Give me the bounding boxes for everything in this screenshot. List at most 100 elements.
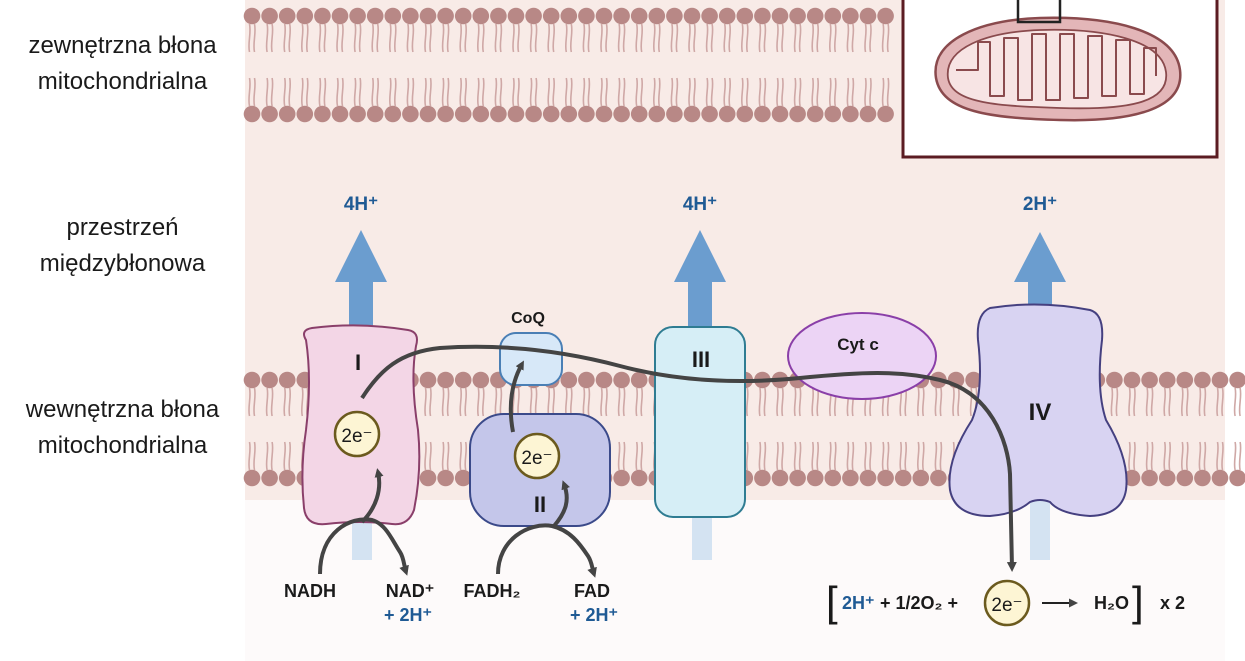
outer-membrane-lipid-head xyxy=(261,7,278,25)
outer-membrane-lipid-tail xyxy=(446,23,450,53)
outer-membrane-lipid-tail xyxy=(864,77,867,107)
complex-II-to-coq-arrow xyxy=(508,360,524,433)
outer-membrane-lipid-head xyxy=(771,105,789,123)
outer-membrane-lipid-head xyxy=(349,105,366,123)
inner-membrane-lipid-tail xyxy=(300,387,304,417)
inner-membrane-lipid-head xyxy=(472,371,490,389)
inner-membrane-lipid-head xyxy=(1158,469,1176,487)
inner-membrane-lipid-tail xyxy=(253,387,256,417)
outer-membrane-lipid-head xyxy=(789,7,806,25)
outer-membrane-lipid-tail xyxy=(675,23,679,53)
inner-membrane-lipid-head xyxy=(437,469,454,487)
outer-membrane-lipid-tail xyxy=(376,23,380,53)
inner-membrane-lipid-head xyxy=(1176,371,1194,389)
inner-membrane-lipid-tail xyxy=(1233,441,1237,471)
inner-membrane-lipid-tail xyxy=(1185,387,1189,417)
outer-membrane-lipid-head xyxy=(525,7,542,25)
outer-membrane-lipid-tail xyxy=(300,77,304,107)
outer-membrane-lipid-tail xyxy=(740,23,744,53)
outer-membrane-lipid-head xyxy=(296,105,314,123)
inner-membrane-label-line2: mitochondrialna xyxy=(37,432,208,459)
outer-membrane-lipid-head xyxy=(542,105,560,123)
inner-membrane-lipid-tail xyxy=(934,441,938,471)
inset-zoom-box xyxy=(1016,0,1062,24)
inner-membrane-lipid-tail xyxy=(921,387,925,417)
complex-I-pump-label: 4H⁺ xyxy=(344,194,378,215)
outer-membrane-lipid-tail xyxy=(305,77,309,107)
inner-membrane-lipid-head xyxy=(419,469,437,487)
inner-membrane-lipid-tail xyxy=(904,441,908,471)
outer-membrane-lipid-tail xyxy=(547,23,551,53)
outer-membrane-lipid-head xyxy=(754,105,771,123)
inner-membrane-lipid-tail xyxy=(464,441,468,471)
inner-membrane-lipid-tail xyxy=(635,387,639,417)
inner-membrane-lipid-tail xyxy=(776,441,779,471)
outer-membrane-lipid-tail xyxy=(851,23,855,53)
inner-membrane-lipid-tail xyxy=(283,441,287,471)
inner-membrane-lipid-head xyxy=(1141,469,1158,487)
mitochondrion-cristae xyxy=(956,33,1157,101)
inner-membrane-lipid-tail xyxy=(1133,387,1136,417)
inner-membrane-lipid-tail xyxy=(1133,441,1136,471)
equation-left-bracket: [ xyxy=(826,578,838,625)
outer-membrane-lipid-head xyxy=(472,105,490,123)
nad-product-label: NAD⁺ xyxy=(386,581,435,601)
outer-membrane-label: zewnętrzna błona mitochondrialna xyxy=(0,28,245,100)
inner-membrane-lipid-tail xyxy=(288,387,292,417)
cytochrome-c-label: Cyt c xyxy=(837,335,879,354)
outer-membrane-lipid-tail xyxy=(564,23,568,53)
outer-membrane-lipid-tail xyxy=(517,77,520,107)
outer-membrane-lipid-head xyxy=(806,105,824,123)
outer-membrane-lipid-head xyxy=(243,7,261,25)
outer-membrane-lipid-head xyxy=(648,7,666,25)
inner-membrane-lipid-tail xyxy=(781,387,784,417)
inner-membrane-lipid-tail xyxy=(288,441,292,471)
outer-membrane-lipid-tail xyxy=(358,77,362,107)
inner-membrane-lipid-tail xyxy=(828,441,832,471)
outer-membrane-lipid-tail xyxy=(833,23,837,53)
inner-membrane-lipid-tail xyxy=(758,387,762,417)
inner-membrane-lipid-tail xyxy=(758,441,762,471)
inner-membrane-lipid-tail xyxy=(617,387,621,417)
outer-membrane-lipid-tail xyxy=(640,77,644,107)
inner-membrane-lipid-tail xyxy=(798,387,802,417)
intermembrane-space-label-line2: międzybłonowa xyxy=(39,250,206,277)
outer-membrane-lipid-tail xyxy=(622,77,626,107)
outer-membrane-lipid-tail xyxy=(693,77,696,107)
outer-membrane-lipid-tail xyxy=(353,23,357,53)
outer-membrane-lipid-tail xyxy=(459,23,463,53)
inner-membrane-lipid-head xyxy=(454,371,472,389)
outer-membrane-lipid-tail xyxy=(587,23,591,53)
outer-membrane-lipid-tail xyxy=(781,23,784,53)
outer-membrane-lipid-tail xyxy=(388,23,392,53)
outer-membrane-lipid-tail xyxy=(569,77,573,107)
outer-membrane-lipid-tail xyxy=(464,23,468,53)
inner-membrane-lipid-tail xyxy=(635,441,639,471)
outer-membrane-lipid-head xyxy=(718,105,736,123)
inner-membrane-lipid-head xyxy=(437,371,454,389)
outer-membrane-lipid-tail xyxy=(283,23,287,53)
outer-membrane-lipid-tail xyxy=(512,23,515,53)
inner-membrane-lipid-tail xyxy=(1203,387,1207,417)
electron-label-complex-II: 2e⁻ xyxy=(521,448,552,469)
inner-membrane-lipid-tail xyxy=(446,441,450,471)
outer-membrane-lipid-tail xyxy=(358,23,362,53)
inner-membrane-lipid-head xyxy=(771,469,789,487)
outer-membrane-lipid-head xyxy=(314,7,331,25)
inner-membrane-lipid-tail xyxy=(781,441,784,471)
outer-membrane-lipid-head xyxy=(419,105,437,123)
inner-membrane-lipid-tail xyxy=(1115,387,1119,417)
outer-membrane-lipid-head xyxy=(402,105,419,123)
outer-membrane-lipid-tail xyxy=(323,23,327,53)
inner-membrane-lipid-tail xyxy=(798,441,802,471)
inner-membrane-lipid-head xyxy=(630,469,648,487)
inner-membrane-lipid-tail xyxy=(952,387,955,417)
inner-membrane-lipid-tail xyxy=(424,387,427,417)
outer-membrane-lipid-tail xyxy=(864,23,867,53)
inner-membrane-lipid-tail xyxy=(1221,441,1224,471)
outer-membrane-lipid-tail xyxy=(253,23,256,53)
outer-membrane-lipid-tail xyxy=(675,77,679,107)
outer-membrane-lipid-tail xyxy=(481,77,485,107)
inner-membrane-lipid-tail xyxy=(1238,441,1242,471)
outer-membrane-lipid-tail xyxy=(851,77,855,107)
